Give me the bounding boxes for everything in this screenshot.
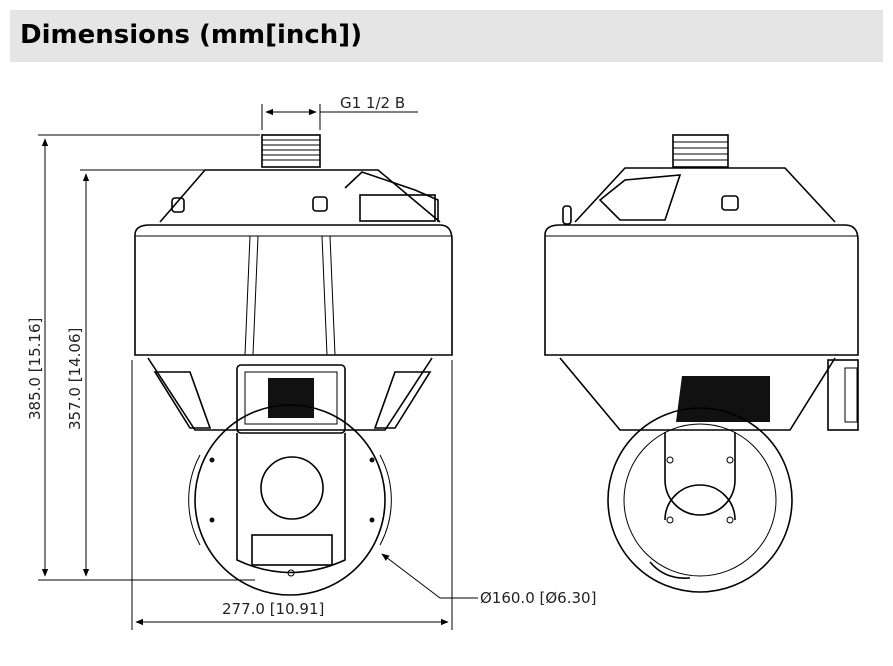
- side-view: [544, 134, 859, 593]
- top-dome: [159, 169, 441, 223]
- main-housing: [134, 224, 453, 356]
- diameter-label: Ø160.0 [Ø6.30]: [480, 589, 596, 607]
- page-title: Dimensions (mm[inch]): [20, 20, 363, 50]
- body-height-label: 357.0 [14.06]: [66, 328, 84, 430]
- thread-connector: [261, 134, 321, 168]
- total-height-dimension: 385.0 [15.16]: [26, 134, 260, 581]
- total-height-label: 385.0 [15.16]: [26, 318, 44, 420]
- body-height-dimension: 357.0 [14.06]: [66, 169, 205, 577]
- front-view: [134, 134, 453, 596]
- lens: [260, 456, 324, 520]
- thread-dimension: G1 1/2 B: [261, 94, 418, 130]
- thread-label: G1 1/2 B: [340, 94, 405, 112]
- width-dimension: 277.0 [10.91]: [131, 360, 453, 630]
- lens-window: [236, 364, 346, 434]
- header-bar: Dimensions (mm[inch]): [10, 10, 883, 62]
- camera-ball: [194, 404, 386, 596]
- width-label: 277.0 [10.91]: [222, 600, 324, 618]
- diameter-dimension: Ø160.0 [Ø6.30]: [381, 553, 596, 607]
